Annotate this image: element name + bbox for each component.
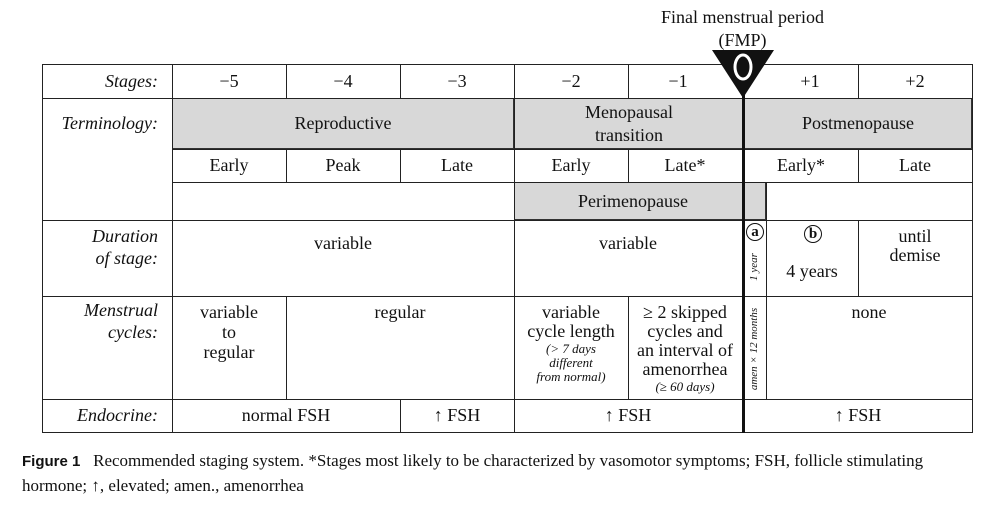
term-reproductive: Reproductive — [294, 113, 392, 134]
label-menstrual-1: Menstrual — [84, 300, 158, 320]
duration-until: until — [898, 225, 932, 246]
duration-b-marker: b — [804, 225, 822, 243]
duration-reproductive: variable — [314, 232, 372, 253]
duration-a-marker: a — [746, 223, 764, 241]
figure-caption: Figure 1 Recommended staging system. *St… — [22, 449, 992, 498]
figure-caption-text: Recommended staging system. *Stages most… — [22, 451, 924, 495]
menstrual-mt-late-note: (≥ 60 days) — [655, 378, 715, 394]
grid-line — [42, 64, 973, 65]
term-postmenopause: Postmenopause — [802, 113, 914, 134]
perimenopause-label: Perimenopause — [578, 190, 688, 211]
substage-post-late: Late — [899, 155, 931, 176]
grid-line — [172, 182, 973, 183]
perimenopause-band — [514, 182, 766, 220]
term-menopausal-1: Menopausal — [585, 101, 673, 122]
grid-line — [172, 64, 173, 433]
menstrual-early-1: variable — [200, 301, 258, 322]
fmp-label-line1: Final menstrual period — [661, 6, 824, 27]
fmp-label-line2: (FMP) — [718, 29, 767, 50]
label-duration-1: Duration — [91, 226, 158, 246]
grid-line — [286, 64, 287, 98]
grid-line — [172, 149, 973, 150]
grid-line — [42, 399, 973, 400]
label-duration-2: of stage: — [95, 248, 159, 268]
menstrual-mt-early-note-3: from normal) — [536, 368, 606, 384]
stage-plus1: +1 — [800, 70, 820, 91]
substage-peak: Peak — [325, 155, 361, 176]
duration-transition: variable — [599, 232, 657, 253]
endocrine-transition-fsh: ↑ FSH — [604, 405, 652, 426]
grid-line — [628, 64, 629, 98]
grid-line — [286, 149, 287, 182]
duration-four-years: 4 years — [786, 260, 838, 281]
figure-label: Figure 1 — [22, 453, 81, 470]
menstrual-mt-early-1: variable — [542, 301, 600, 322]
grid-line — [42, 296, 973, 297]
label-terminology: Terminology: — [61, 113, 158, 133]
stage-minus5: −5 — [219, 70, 239, 91]
endocrine-post-fsh: ↑ FSH — [834, 405, 882, 426]
grid-line — [42, 64, 43, 433]
menstrual-mt-late-2: cycles and — [647, 320, 723, 341]
label-endocrine: Endocrine: — [77, 405, 158, 425]
menstrual-regular: regular — [374, 301, 426, 322]
menstrual-mt-late-1: ≥ 2 skipped — [643, 301, 727, 322]
stage-minus4: −4 — [333, 70, 353, 91]
term-menopausal-2: transition — [595, 124, 663, 145]
grid-line — [286, 296, 287, 399]
fmp-zero-oval — [733, 53, 753, 81]
menstrual-mt-early-note-1: (> 7 days — [546, 340, 596, 356]
menstrual-none: none — [851, 301, 887, 322]
substage-post-early: Early* — [777, 155, 825, 176]
grid-line — [858, 149, 859, 182]
stage-minus2: −2 — [561, 70, 581, 91]
grid-line — [42, 432, 973, 433]
grid-line — [972, 64, 973, 433]
menstrual-amen-12-months: amen × 12 months — [748, 307, 760, 391]
menstrual-mt-late-4: amenorrhea — [642, 358, 728, 379]
grid-line — [400, 149, 401, 182]
fmp-triangle-marker — [712, 50, 774, 98]
grid-line — [628, 149, 629, 182]
grid-line — [858, 220, 859, 296]
label-menstrual-2: cycles: — [108, 322, 158, 342]
grid-line — [858, 64, 859, 98]
menstrual-mt-early-note-2: different — [549, 354, 593, 370]
substage-mt-early: Early — [551, 155, 591, 176]
grid-line — [628, 296, 629, 399]
stage-minus3: −3 — [447, 70, 467, 91]
menstrual-mt-late-3: an interval of — [637, 339, 733, 360]
grid-line — [400, 64, 401, 98]
grid-line — [42, 98, 973, 99]
grid-line — [400, 399, 401, 433]
menopausal-transition-band — [514, 98, 744, 149]
label-stages: Stages: — [105, 71, 158, 91]
stage-plus2: +2 — [905, 70, 925, 91]
menstrual-mt-early-2: cycle length — [527, 320, 615, 341]
substage-early: Early — [209, 155, 249, 176]
endocrine-normal-fsh: normal FSH — [241, 405, 331, 426]
substage-late: Late — [441, 155, 473, 176]
fmp-triangle-icon — [712, 50, 774, 98]
duration-one-year: 1 year — [748, 253, 760, 281]
grid-line — [766, 182, 767, 399]
menstrual-early-2: to — [221, 321, 236, 342]
endocrine-late-repro-fsh: ↑ FSH — [433, 405, 481, 426]
duration-demise: demise — [889, 244, 941, 265]
fmp-line — [742, 64, 745, 433]
grid-line — [42, 220, 973, 221]
menstrual-early-3: regular — [203, 341, 255, 362]
grid-line — [514, 64, 515, 433]
substage-mt-late: Late* — [664, 155, 706, 176]
stage-minus1: −1 — [668, 70, 688, 91]
postmenopause-band — [744, 98, 972, 149]
